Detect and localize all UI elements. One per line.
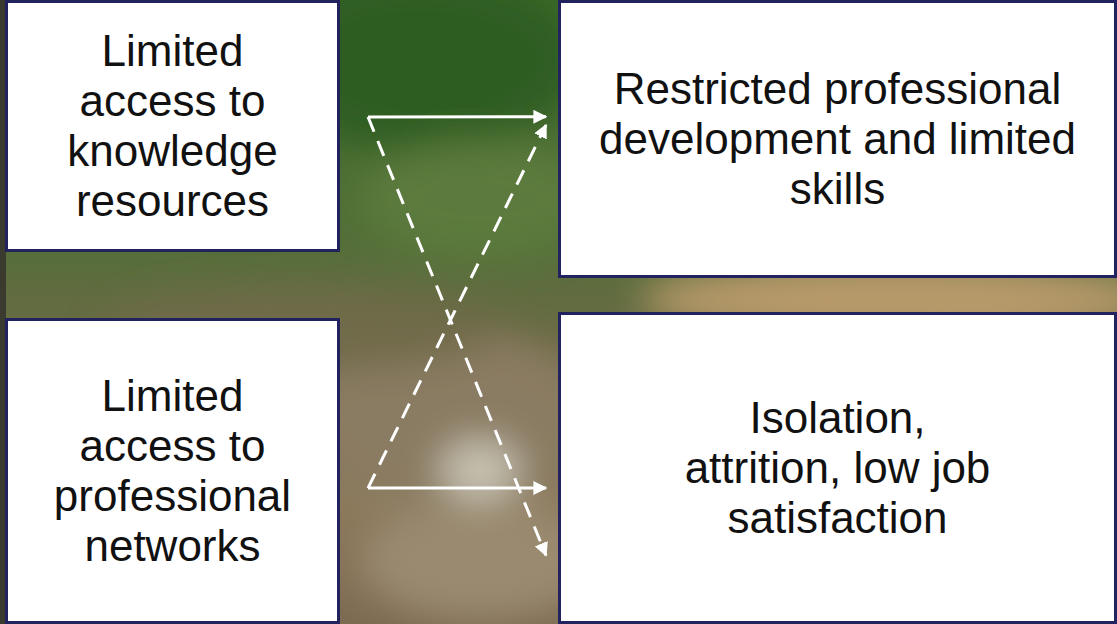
cause-effect-box: Isolation, attrition, low job satisfacti… xyxy=(558,312,1117,624)
box-text: Isolation, attrition, low job satisfacti… xyxy=(675,393,1000,543)
solid-arrow xyxy=(368,487,546,490)
box-text: Limited access to knowledge resources xyxy=(43,26,302,226)
box-text: Limited access to professional networks xyxy=(43,371,302,571)
cause-effect-box: Limited access to professional networks xyxy=(5,318,340,624)
box-text: Restricted professional development and … xyxy=(585,64,1090,214)
dashed-arrow xyxy=(368,125,546,488)
solid-arrow xyxy=(368,115,546,118)
cause-effect-box: Limited access to knowledge resources xyxy=(5,0,340,252)
cause-effect-box: Restricted professional development and … xyxy=(558,0,1117,278)
dashed-arrow xyxy=(368,117,546,556)
